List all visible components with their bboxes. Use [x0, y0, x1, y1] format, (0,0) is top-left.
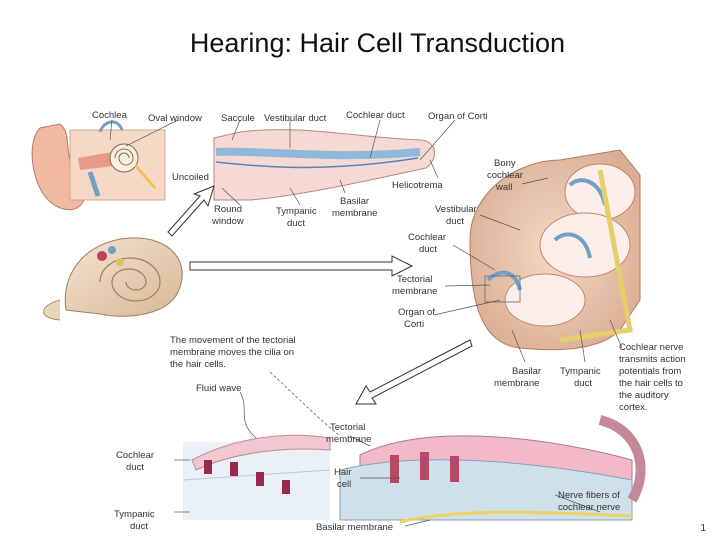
label-nerve-3: potentials from — [619, 366, 681, 377]
label-movement-2: membrane moves the cilia on — [170, 347, 294, 358]
label-cochlear-duct-mid-1: Cochlear — [408, 232, 446, 243]
label-tympanic-low-1: Tympanic — [114, 509, 155, 520]
label-cochlear-duct-top: Cochlear duct — [346, 110, 405, 121]
label-nerve-1: Cochlear nerve — [619, 342, 683, 353]
label-basilar-membrane-2: membrane — [332, 208, 377, 219]
label-basilar-mid-1: Basilar — [512, 366, 541, 377]
label-tectorial-mid-2: membrane — [392, 286, 437, 297]
label-tectorial-low-1: Tectorial — [330, 422, 365, 433]
label-hair-cell-2: cell — [337, 479, 351, 490]
ear-anatomy — [32, 122, 165, 210]
label-movement-1: The movement of the tectorial — [170, 335, 296, 346]
label-vestibular-duct-mid-1: Vestibular — [435, 204, 477, 215]
label-cochlear-duct-low-2: duct — [126, 462, 144, 473]
label-nerve-4: the hair cells to — [619, 378, 683, 389]
label-fluid-wave: Fluid wave — [196, 383, 241, 394]
slide-number: 1 — [700, 523, 706, 534]
label-uncoiled: Uncoiled — [172, 172, 209, 183]
label-movement-3: the hair cells. — [170, 359, 226, 370]
label-nerve-2: transmits action — [619, 354, 686, 365]
label-organ-corti-mid-1: Organ of — [398, 307, 435, 318]
label-saccule: Saccule — [221, 113, 255, 124]
label-nerve-6: cortex. — [619, 402, 648, 413]
label-bony-wall-3: wall — [495, 182, 512, 193]
label-tympanic-duct-1: Tympanic — [276, 206, 317, 217]
label-round-window-2: window — [211, 216, 244, 227]
label-tectorial-low-2: membrane — [326, 434, 371, 445]
label-vestibular-duct-mid-2: duct — [446, 216, 464, 227]
label-nerve-fibers-2: cochlear nerve — [558, 502, 620, 513]
label-nerve-fibers-1: Nerve fibers of — [558, 490, 620, 501]
label-cochlear-duct-low-1: Cochlear — [116, 450, 154, 461]
label-round-window-1: Round — [214, 204, 242, 215]
label-oval-window: Oval window — [148, 113, 202, 124]
label-tympanic-duct-2: duct — [287, 218, 305, 229]
label-hair-cell-1: Hair — [334, 467, 351, 478]
label-helicotrema: Helicotrema — [392, 180, 443, 191]
label-tympanic-mid-2: duct — [574, 378, 592, 389]
label-tympanic-low-2: duct — [130, 521, 148, 532]
cochlea-shell — [43, 238, 182, 320]
label-vestibular-duct-top: Vestibular duct — [264, 113, 327, 124]
label-tectorial-mid-1: Tectorial — [397, 274, 432, 285]
label-nerve-5: the auditory — [619, 390, 669, 401]
label-bony-wall-1: Bony — [494, 158, 516, 169]
label-tympanic-mid-1: Tympanic — [560, 366, 601, 377]
label-cochlear-duct-mid-2: duct — [419, 244, 437, 255]
label-organ-corti-mid-2: Corti — [404, 319, 424, 330]
label-organ-of-corti-top: Organ of Corti — [428, 111, 488, 122]
label-bony-wall-2: cochlear — [487, 170, 523, 181]
label-cochlea: Cochlea — [92, 110, 128, 121]
label-basilar-low: Basilar membrane — [316, 522, 393, 533]
label-basilar-mid-2: membrane — [494, 378, 539, 389]
label-basilar-membrane-1: Basilar — [340, 196, 369, 207]
